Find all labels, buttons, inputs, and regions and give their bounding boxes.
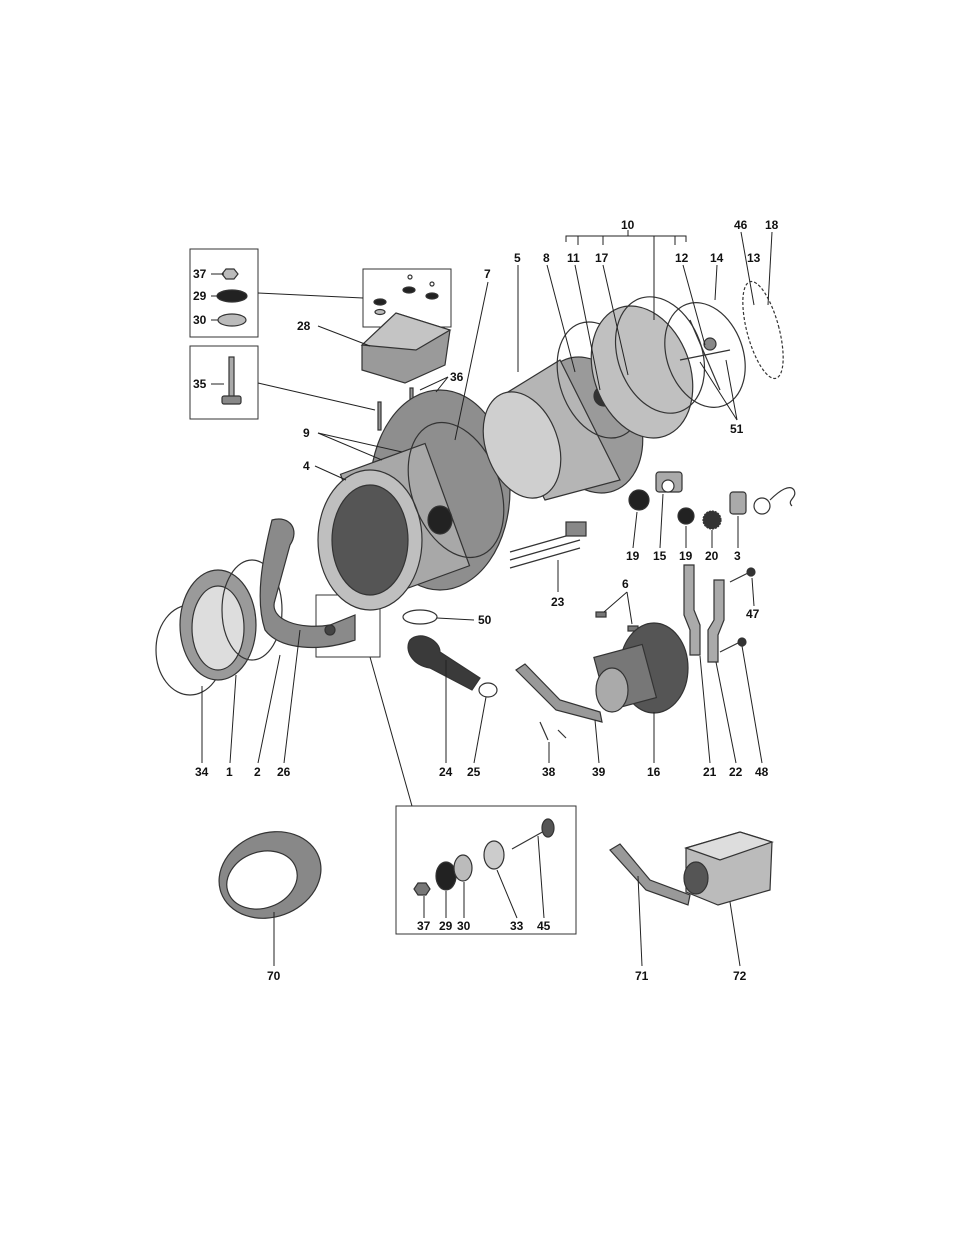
- label-37-detail: 37: [417, 919, 431, 933]
- label-7: 7: [484, 267, 491, 281]
- label-30-detail: 30: [457, 919, 471, 933]
- damper-21: [684, 565, 700, 655]
- leader-box-to-counterweight: [258, 293, 363, 298]
- drain-hose-24: [408, 636, 480, 690]
- label-24: 24: [439, 765, 453, 779]
- label-48: 48: [755, 765, 769, 779]
- label-71: 71: [635, 969, 649, 983]
- label-9: 9: [303, 426, 310, 440]
- label-33: 33: [510, 919, 524, 933]
- label-20: 20: [705, 549, 719, 563]
- label-47: 47: [746, 607, 760, 621]
- label-4: 4: [303, 459, 310, 473]
- bracket-71: [610, 844, 690, 905]
- hose-clamp-50: [403, 610, 437, 624]
- outer-tub-part: [318, 390, 510, 610]
- bolt-48-icon: [720, 638, 746, 652]
- label-12: 12: [675, 251, 689, 265]
- label-50: 50: [478, 613, 492, 627]
- label-45: 45: [537, 919, 551, 933]
- drive-belt: [735, 278, 792, 383]
- seal-19-left: [629, 490, 649, 510]
- counterweight-part: [362, 313, 450, 383]
- counterweight-hardware-icons: [374, 275, 438, 315]
- label-11: 11: [567, 251, 580, 265]
- label-38: 38: [542, 765, 556, 779]
- heater-element: [510, 522, 586, 568]
- label-13: 13: [747, 251, 761, 265]
- seal-19-right: [678, 508, 694, 524]
- washer-grey-icon: [218, 314, 246, 326]
- label-29-detail: 29: [439, 919, 453, 933]
- detail-washer-29: [436, 862, 456, 890]
- detail-bolt-45: [512, 819, 554, 849]
- label-46: 46: [734, 218, 748, 232]
- label-72: 72: [733, 969, 747, 983]
- label-2: 2: [254, 765, 261, 779]
- door-gasket-1: [180, 570, 256, 680]
- label-30-top: 30: [193, 313, 207, 327]
- label-18: 18: [765, 218, 779, 232]
- label-29-top: 29: [193, 289, 207, 303]
- label-26: 26: [277, 765, 291, 779]
- label-8: 8: [543, 251, 550, 265]
- motor-72: [684, 832, 772, 905]
- label-5: 5: [514, 251, 521, 265]
- label-37-top: 37: [193, 267, 207, 281]
- nut-icon: [222, 269, 238, 279]
- label-36: 36: [450, 370, 464, 384]
- hose-clamp-25: [479, 683, 497, 697]
- label-70: 70: [267, 969, 281, 983]
- label-25: 25: [467, 765, 481, 779]
- label-3: 3: [734, 549, 741, 563]
- damper-22: [708, 580, 724, 662]
- washer-black-icon: [217, 290, 247, 302]
- label-39: 39: [592, 765, 606, 779]
- bolt-icon: [222, 357, 241, 404]
- motor-bracket-39: [516, 664, 602, 722]
- label-1: 1: [226, 765, 233, 779]
- detail-washer-33: [484, 841, 504, 869]
- label-34: 34: [195, 765, 209, 779]
- label-22: 22: [729, 765, 743, 779]
- label-10: 10: [621, 218, 635, 232]
- label-19-left: 19: [626, 549, 640, 563]
- drum-ring-70: [207, 818, 333, 933]
- label-21: 21: [703, 765, 717, 779]
- label-23: 23: [551, 595, 565, 609]
- label-6: 6: [622, 577, 629, 591]
- label-17: 17: [595, 251, 609, 265]
- label-15: 15: [653, 549, 667, 563]
- leader-callout-to-detail: [370, 657, 412, 806]
- label-51: 51: [730, 422, 744, 436]
- gear-20-icon: [703, 511, 721, 529]
- detail-nut-37: [414, 883, 430, 895]
- label-28: 28: [297, 319, 311, 333]
- leader-box-to-bolt: [258, 383, 375, 410]
- label-19-right: 19: [679, 549, 693, 563]
- bolt-47-icon: [730, 568, 755, 582]
- motor-16: [594, 623, 688, 713]
- screw-38-icons: [540, 722, 566, 740]
- label-14: 14: [710, 251, 724, 265]
- label-35: 35: [193, 377, 207, 391]
- sensor-3-icon: [730, 488, 795, 514]
- label-16: 16: [647, 765, 661, 779]
- detail-washer-30: [454, 855, 472, 881]
- bracket-15-icon: [656, 472, 682, 492]
